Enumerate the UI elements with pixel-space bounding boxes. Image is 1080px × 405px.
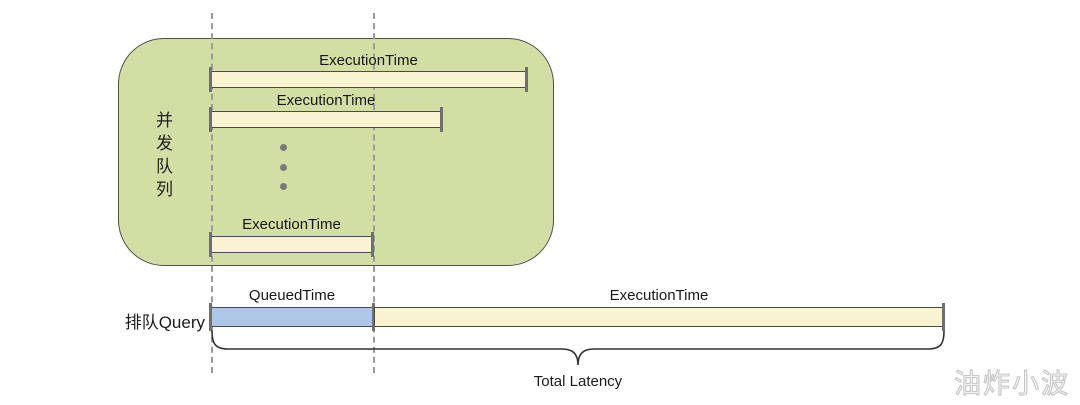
execution-bar-1 [209, 67, 528, 92]
execution-bar-2-label: ExecutionTime [276, 92, 376, 109]
bar-endcap-right [440, 107, 443, 132]
ellipsis-dot [280, 183, 287, 190]
dashed-line-queue-start [211, 13, 213, 373]
watermark: 油炸小波 [953, 368, 1070, 399]
queued-row-execution-bar [374, 303, 945, 331]
bar-endcap-right [942, 303, 945, 331]
ellipsis-dot [280, 144, 287, 151]
queued-row-execution-label: ExecutionTime [609, 287, 709, 304]
bar-endcap-right [371, 232, 374, 257]
queued-time-label: QueuedTime [248, 287, 336, 304]
execution-bar-2 [209, 107, 443, 132]
bar-endcap-left [209, 107, 212, 132]
dashed-line-queue-end [373, 13, 375, 373]
concurrent-queue-label: 并发队列 [153, 111, 172, 203]
total-latency-brace [211, 330, 945, 366]
execution-bar-1-label: ExecutionTime [319, 52, 418, 69]
ellipsis-dot [280, 164, 287, 171]
queued-query-label: 排队Query [124, 313, 205, 332]
bar-endcap-right [525, 67, 528, 92]
bar-endcap-left [209, 67, 212, 92]
bar-endcap-left [209, 232, 212, 257]
execution-bar-3 [209, 232, 374, 257]
bar-endcap-right [372, 303, 375, 331]
total-latency-label: Total Latency [533, 373, 623, 390]
bar-endcap-left [209, 303, 212, 331]
execution-bar-3-label: ExecutionTime [242, 216, 341, 233]
queued-time-bar [209, 303, 375, 331]
